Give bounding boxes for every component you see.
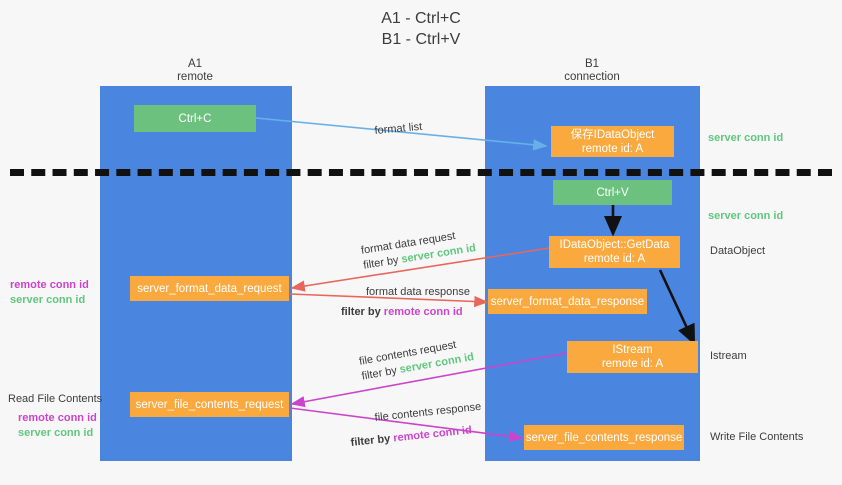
- lane-b1-sub: connection: [564, 71, 620, 83]
- label-format-data-response-line1: format data response: [366, 286, 470, 298]
- arrow-format-data-request: [290, 247, 550, 292]
- node-getdata-line1: IDataObject::GetData: [559, 239, 670, 251]
- arrow-file-contents-request: [290, 352, 568, 408]
- lane-a1-name: A1: [187, 58, 203, 70]
- arrow-file-contents-response: [289, 407, 524, 442]
- side-label-conn-ids-2: remote conn id server conn id: [18, 411, 97, 441]
- side-label-conn-ids-1: remote conn id server conn id: [10, 278, 89, 308]
- node-server-format-data-request[interactable]: server_format_data_request: [130, 276, 289, 301]
- node-istream-line2: remote id: A: [601, 358, 664, 370]
- key-remote-conn-id: remote conn id: [383, 306, 463, 318]
- node-getdata-line2: remote id: A: [583, 253, 646, 265]
- node-save-idataobject-line2: remote id: A: [581, 142, 644, 155]
- label-format-data-response: format data response: [366, 285, 470, 300]
- node-server-format-data-response[interactable]: server_format_data_response: [488, 289, 647, 314]
- arrow-format-list: [255, 117, 548, 151]
- side-label-istream: Istream: [710, 350, 747, 362]
- node-server-file-contents-response[interactable]: server_file_contents_response: [524, 425, 684, 450]
- side-label-server-conn-id-top: server conn id: [708, 132, 784, 144]
- left-remote-conn-id-2: remote conn id: [18, 412, 97, 424]
- node-ctrl-v[interactable]: Ctrl+V: [553, 180, 672, 205]
- lane-b1-name: B1: [584, 58, 600, 70]
- node-istream-line1: IStream: [612, 344, 653, 356]
- title-line-1: A1 - Ctrl+C: [381, 10, 461, 27]
- left-remote-conn-id-1: remote conn id: [10, 279, 89, 291]
- label-format-data-response-filter: filter by remote conn id: [341, 305, 463, 320]
- node-idataobject-getdata[interactable]: IDataObject::GetData remote id: A: [549, 236, 680, 268]
- left-server-conn-id-2: server conn id: [18, 427, 94, 439]
- dashed-divider: [10, 169, 832, 176]
- lane-a1-sub: remote: [177, 71, 213, 83]
- side-label-read-file-contents: Read File Contents: [8, 393, 103, 405]
- node-ctrl-c[interactable]: Ctrl+C: [134, 105, 256, 132]
- side-label-server-conn-id-mid: server conn id: [708, 210, 784, 222]
- arrow-format-data-response: [289, 293, 489, 308]
- title-line-2: B1 - Ctrl+V: [381, 31, 461, 48]
- page-title: A1 - Ctrl+C B1 - Ctrl+V: [0, 8, 842, 50]
- side-label-write-file-contents: Write File Contents: [710, 431, 804, 443]
- arrow-getdata-to-istream: [658, 269, 696, 346]
- filter-by-text: filter by: [341, 306, 384, 318]
- node-istream[interactable]: IStream remote id: A: [567, 341, 698, 373]
- lane-header-b1: B1 connection: [512, 58, 672, 84]
- node-server-file-contents-request[interactable]: server_file_contents_request: [130, 392, 289, 417]
- filter-by-text-2: filter by: [350, 432, 394, 449]
- left-server-conn-id-1: server conn id: [10, 294, 86, 306]
- side-label-dataobject: DataObject: [710, 245, 766, 257]
- node-save-idataobject[interactable]: 保存IDataObject remote id: A: [551, 126, 674, 157]
- lane-header-a1: A1 remote: [115, 58, 275, 84]
- node-save-idataobject-line1: 保存IDataObject: [570, 128, 655, 141]
